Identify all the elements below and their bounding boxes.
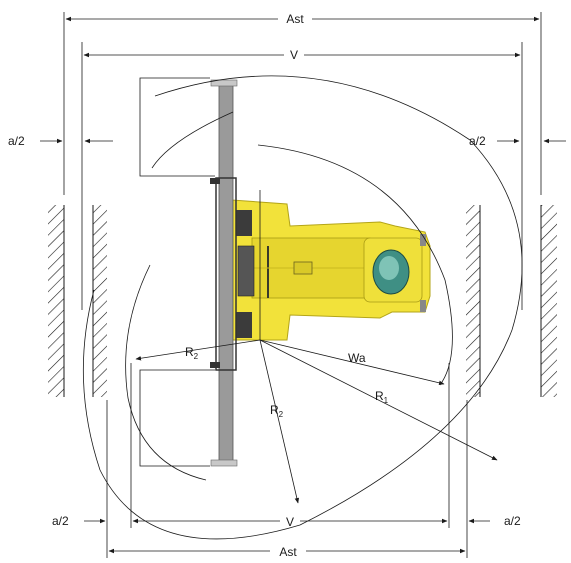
outer-turning-arc bbox=[82, 75, 523, 540]
top-left-a-half-dimension: a/2 bbox=[8, 134, 113, 148]
battery-compartment bbox=[237, 245, 255, 297]
bottom-ast-dimension: Ast bbox=[108, 545, 466, 559]
inner-turning-arc bbox=[257, 144, 453, 386]
r2-down-label: R2 bbox=[270, 403, 284, 419]
bottom-ast-label: Ast bbox=[279, 545, 297, 559]
left-outer-wall bbox=[48, 205, 65, 397]
bottom-v-label: V bbox=[286, 515, 294, 529]
r1-line bbox=[259, 339, 498, 461]
mast-carriage bbox=[210, 79, 238, 467]
top-ast-dimension: Ast bbox=[65, 12, 540, 26]
turning-arcs bbox=[82, 75, 523, 540]
wa-line bbox=[259, 339, 445, 386]
r2-left-label: R2 bbox=[185, 345, 199, 361]
bottom-right-a-half-dimension: a/2 bbox=[468, 514, 521, 528]
top-v-label: V bbox=[290, 48, 298, 62]
r1-label: R1 bbox=[375, 389, 389, 405]
front-right-wheel bbox=[236, 312, 252, 338]
top-left-a-half-label: a/2 bbox=[8, 134, 25, 148]
top-ast-label: Ast bbox=[286, 12, 304, 26]
top-right-a-half-dimension: a/2 bbox=[469, 134, 566, 148]
fork-tip-top bbox=[210, 79, 238, 87]
left-inner-wall bbox=[92, 205, 107, 397]
radius-labels: R2 Wa R1 R2 bbox=[185, 345, 389, 419]
bottom-left-a-half-dimension: a/2 bbox=[52, 514, 106, 528]
load-outline bbox=[139, 77, 215, 467]
front-left-wheel bbox=[236, 210, 252, 236]
radius-lines bbox=[135, 339, 498, 504]
extension-lines bbox=[63, 12, 542, 558]
r2-left-line bbox=[135, 339, 261, 361]
fork-tip-bottom bbox=[210, 459, 238, 467]
r2-down-line bbox=[259, 339, 300, 504]
wa-label: Wa bbox=[348, 351, 366, 365]
fork-turning-arc bbox=[125, 264, 207, 481]
top-v-dimension: V bbox=[83, 48, 521, 62]
bottom-left-a-half-label: a/2 bbox=[52, 514, 69, 528]
top-right-a-half-label: a/2 bbox=[469, 134, 486, 148]
right-outer-wall bbox=[540, 205, 557, 397]
right-inner-wall bbox=[466, 205, 481, 397]
reach-truck bbox=[231, 199, 431, 341]
bottom-v-dimension: V bbox=[132, 515, 448, 529]
bottom-right-a-half-label: a/2 bbox=[504, 514, 521, 528]
